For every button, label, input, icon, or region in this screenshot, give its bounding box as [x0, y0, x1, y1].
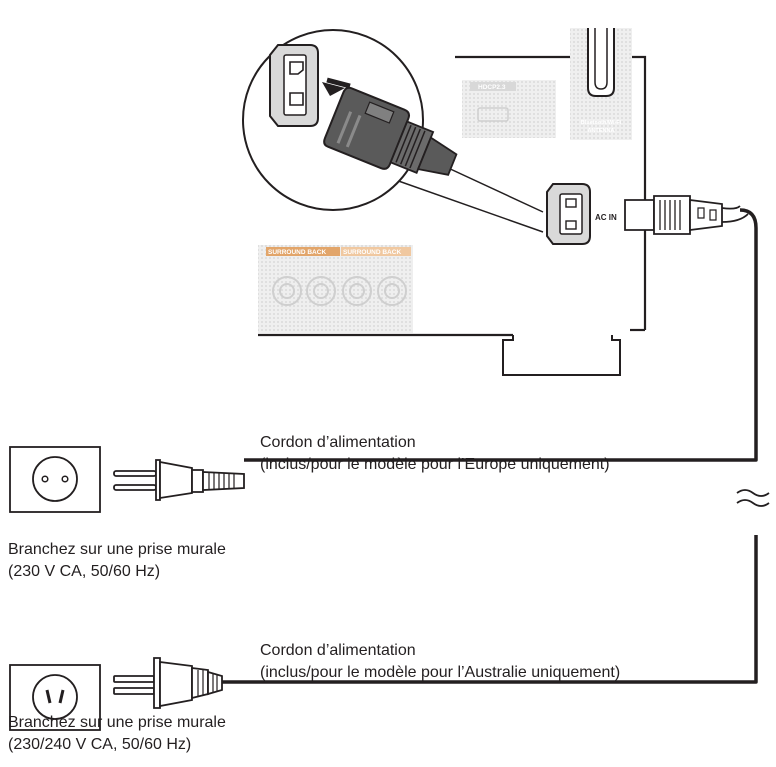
outlet-eu-line1: Branchez sur une prise murale — [8, 541, 226, 558]
hdcp-label: HDCP2.3 — [478, 84, 506, 91]
magnified-inlet-callout — [242, 29, 458, 211]
ac-inlet: AC IN — [546, 183, 617, 245]
plug-au — [113, 657, 223, 709]
antenna-label-line1: Bluetooth/Wi-Fi — [581, 120, 622, 126]
callout-line-bottom — [389, 177, 544, 233]
antenna-label-line2: ANTENNA — [588, 128, 615, 134]
wall-outlet-eu — [9, 446, 101, 513]
surround-back-label-2: SURROUND BACK — [343, 249, 401, 256]
wall-outlet-au — [9, 664, 101, 731]
cable-break-symbol — [736, 489, 770, 507]
antenna: Bluetooth/Wi-Fi ANTENNA — [570, 28, 632, 140]
cord-au-subtitle: (inclus/pour le modèle pour l’Australie … — [260, 664, 621, 681]
cord-au-title: Cordon d’alimentation — [260, 642, 416, 659]
ac-in-label: AC IN — [595, 213, 617, 222]
cord-eu-title: Cordon d’alimentation — [260, 434, 416, 451]
cord-eu-subtitle: (inclus/pour le modèle pour l’Europe uni… — [260, 456, 610, 473]
plug-eu — [113, 459, 245, 501]
outlet-eu-line2: (230 V CA, 50/60 Hz) — [8, 563, 161, 580]
outlet-au-line1: Branchez sur une prise murale — [8, 714, 226, 731]
outlet-au-line2: (230/240 V CA, 50/60 Hz) — [8, 736, 192, 753]
hdmi-out-area: HDCP2.3 — [462, 80, 556, 138]
surround-back-terminals: SURROUND BACK SURROUND BACK — [258, 245, 413, 333]
receiver-rear-panel — [258, 55, 647, 376]
power-cable — [222, 208, 758, 684]
surround-back-label-1: SURROUND BACK — [268, 249, 326, 256]
iec-connector — [624, 195, 749, 235]
